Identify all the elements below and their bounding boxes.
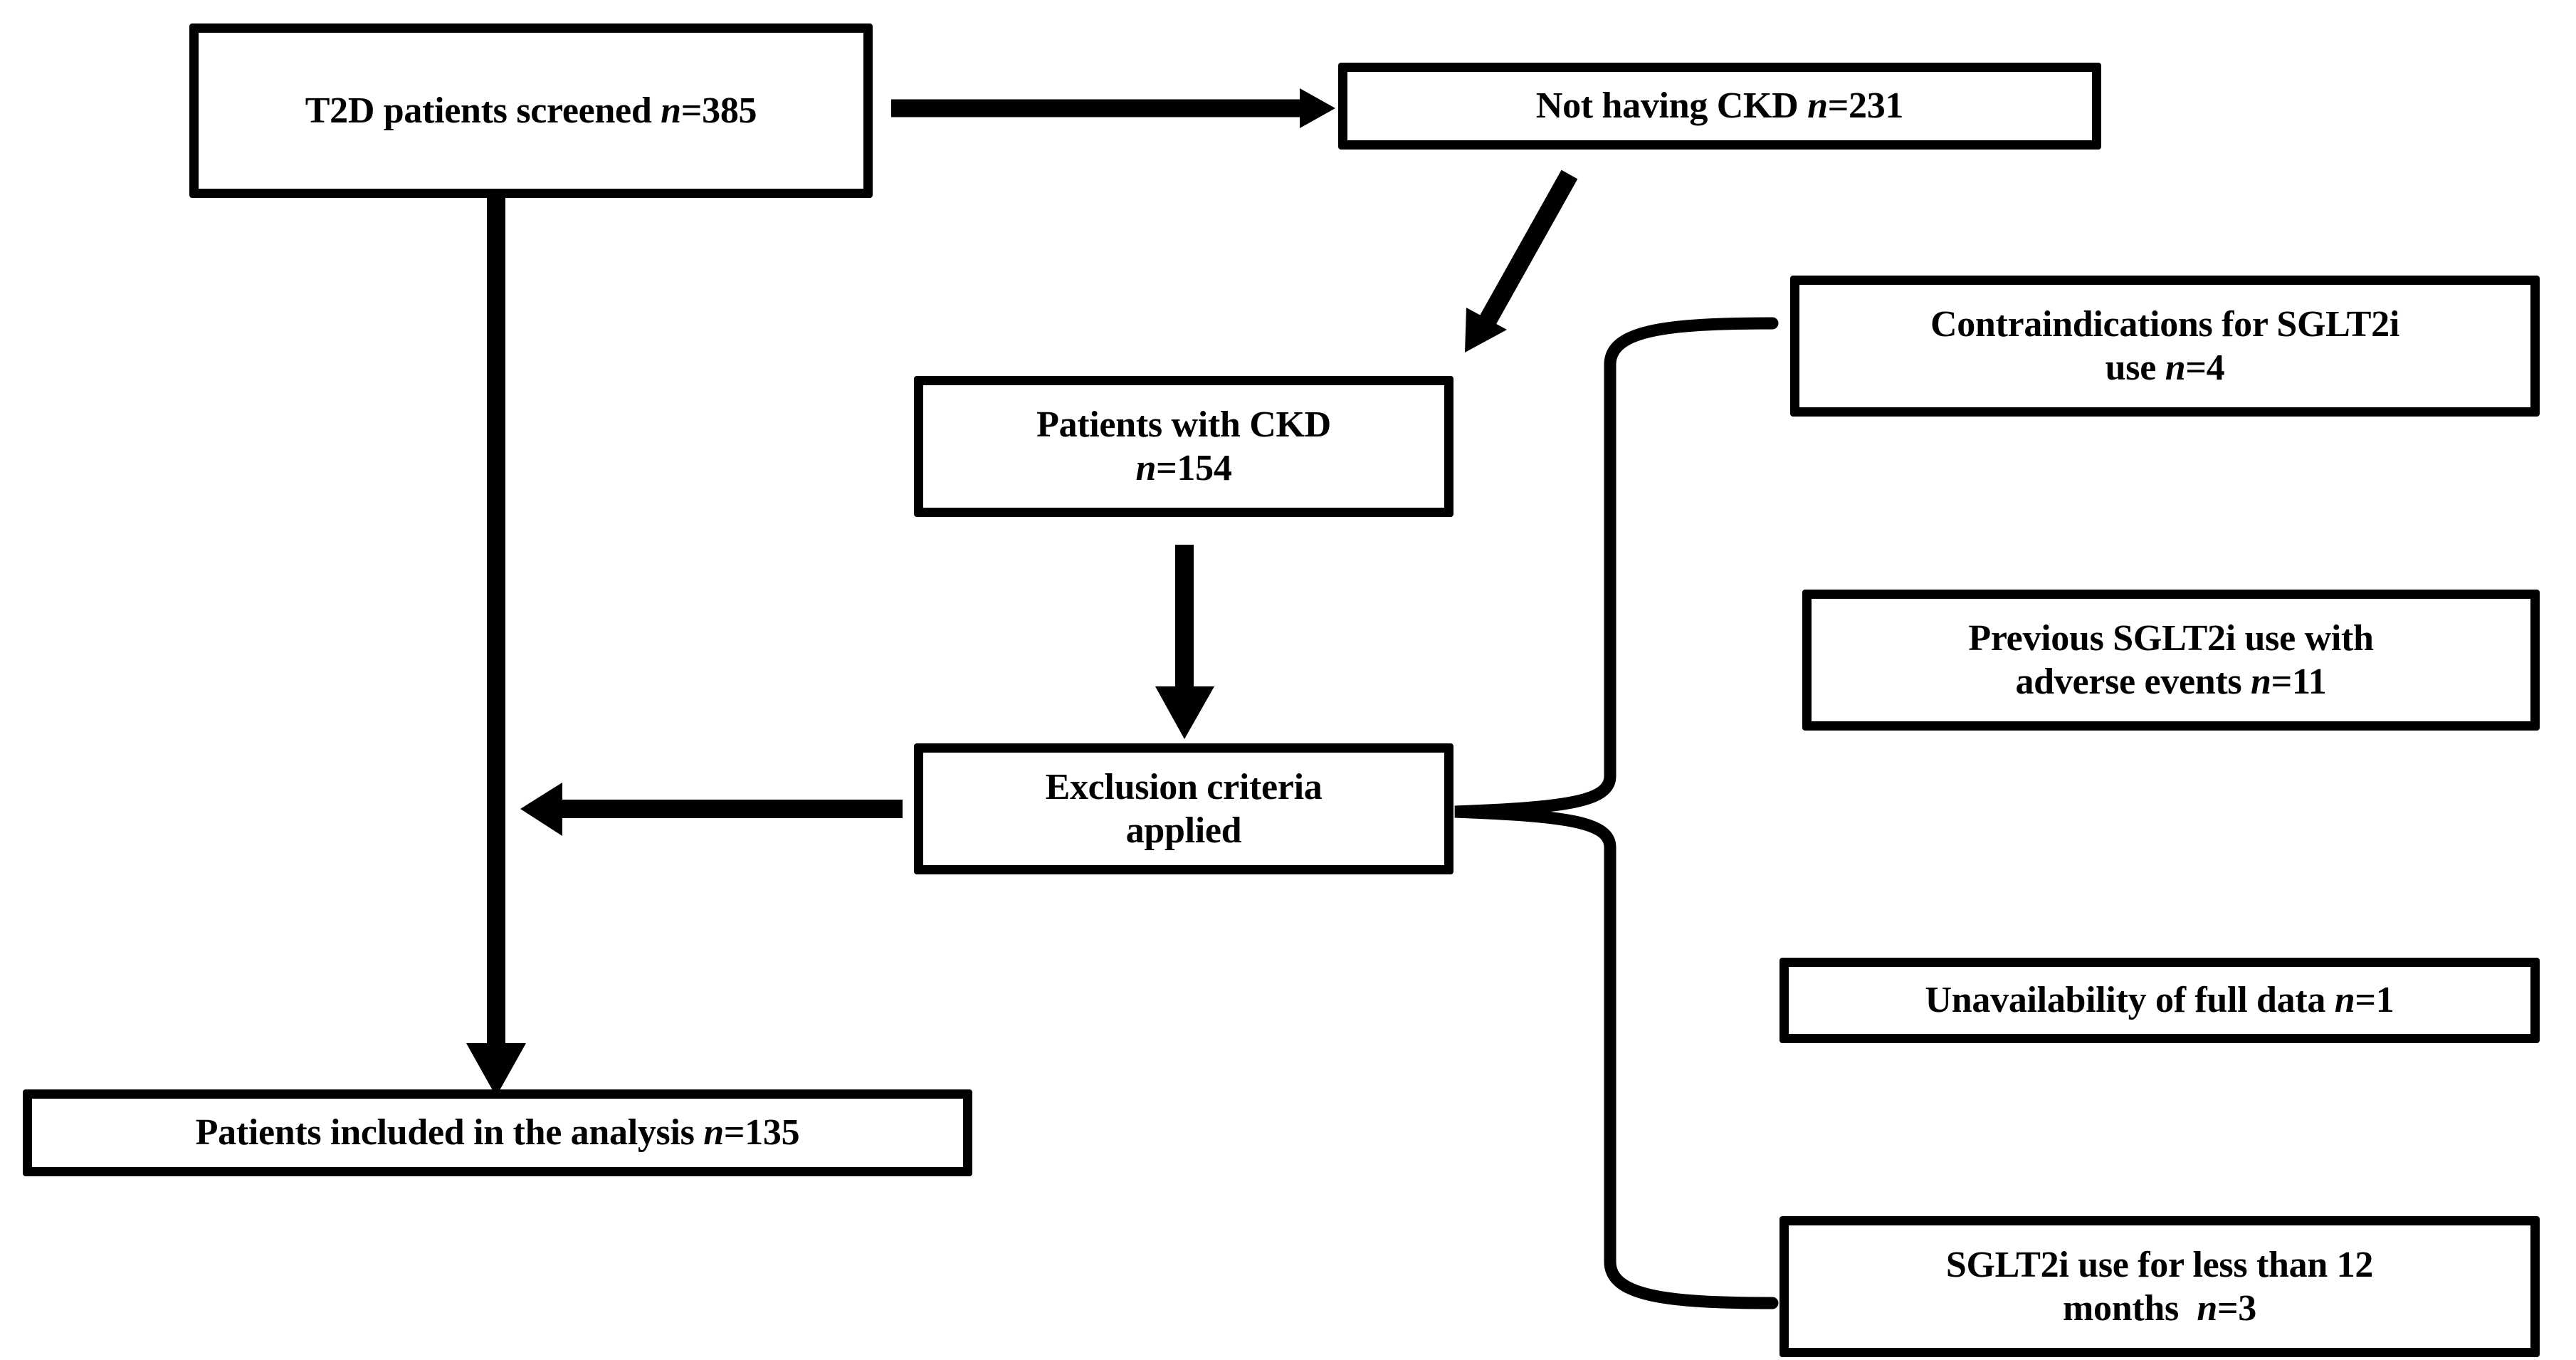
node-not-having-ckd[interactable]: Not having CKD n=231 — [1338, 63, 2101, 150]
node-label: Patients included in the analysis n=135 — [195, 1112, 800, 1154]
node-patients-included-in-analysis[interactable]: Patients included in the analysis n=135 — [23, 1089, 972, 1176]
edge-not-having-ckd-to-patients-with-ckd — [1465, 169, 1578, 352]
node-unavailability-of-full-data[interactable]: Unavailability of full data n=1 — [1779, 958, 2540, 1043]
edge-exclusion-to-included — [520, 783, 903, 836]
edge-exclusion-brace — [1454, 317, 1779, 1309]
node-label: T2D patients screened n=385 — [305, 90, 757, 131]
edge-screened-to-not-having-ckd — [891, 88, 1335, 128]
edge-screened-to-included — [466, 198, 526, 1097]
node-t2d-patients-screened[interactable]: T2D patients screened n=385 — [189, 23, 873, 198]
edge-patients-with-ckd-to-exclusion — [1155, 545, 1214, 739]
node-label: Unavailability of full data n=1 — [1925, 980, 2394, 1021]
node-label: Not having CKD n=231 — [1535, 85, 1904, 127]
